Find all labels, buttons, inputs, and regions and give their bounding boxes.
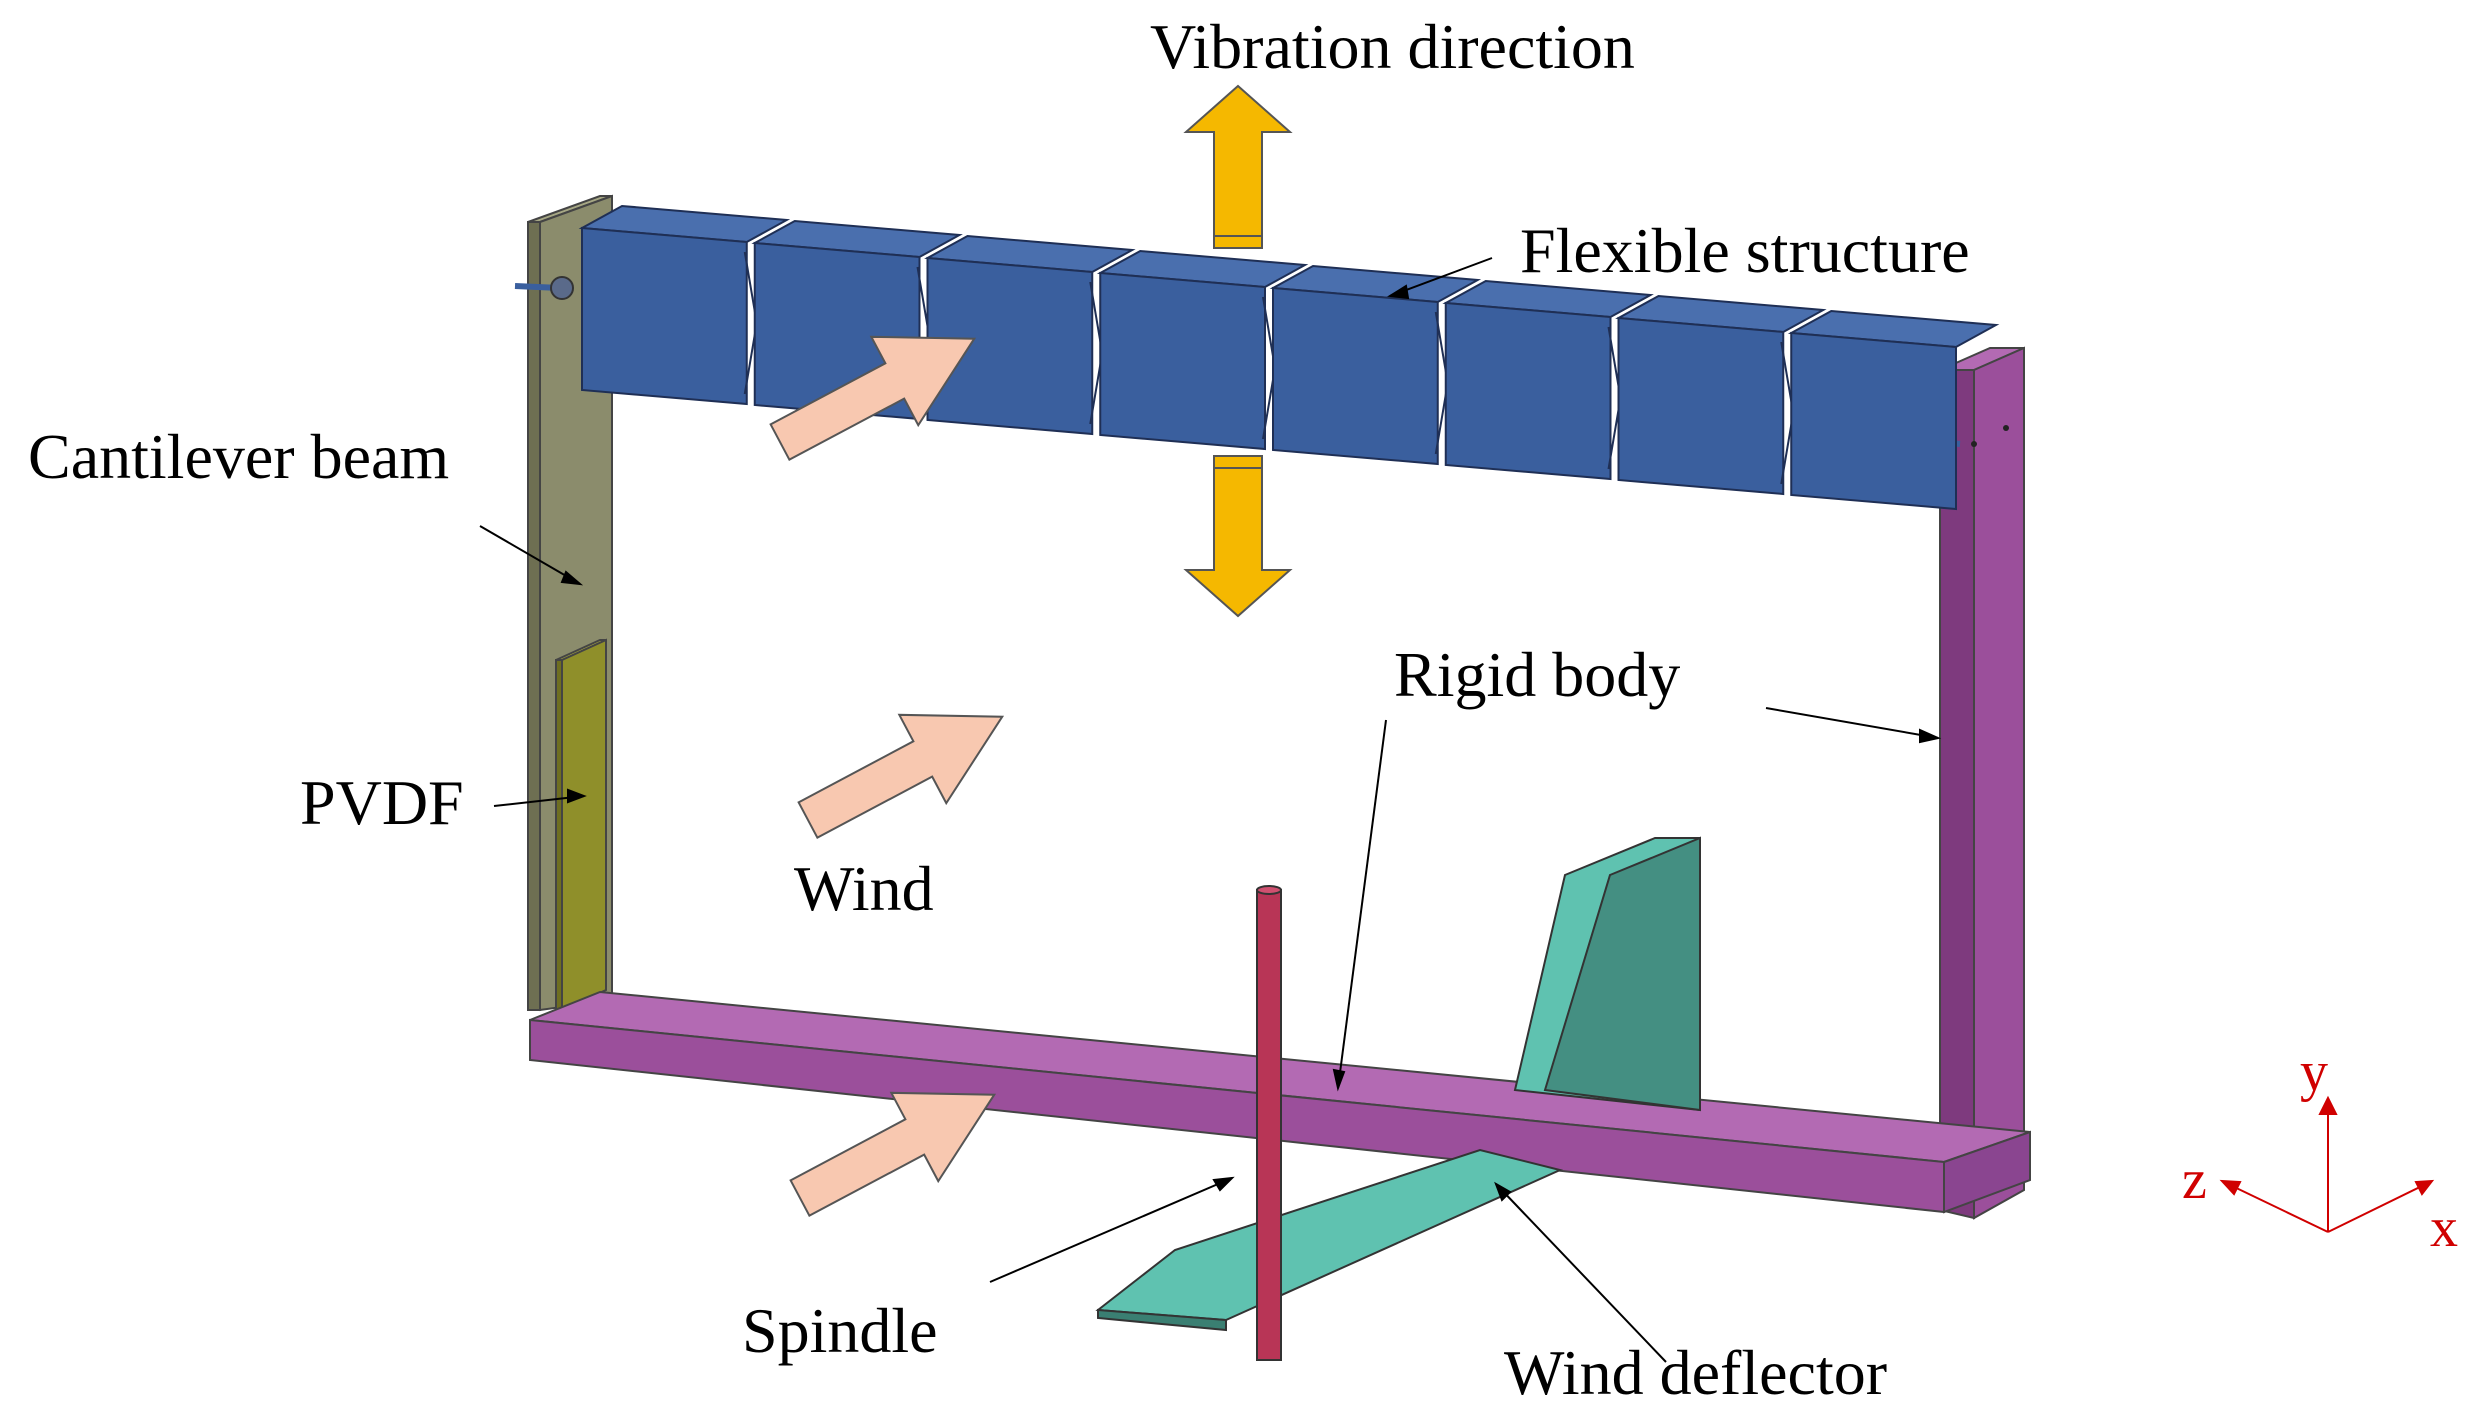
axis-x-label: x — [2430, 1197, 2458, 1259]
flexible-block — [924, 234, 1136, 436]
vibration-arrow-down — [1183, 455, 1293, 618]
flexible-block — [1269, 264, 1482, 466]
axis-z-label: z — [2182, 1149, 2207, 1211]
rigid-body-post — [1939, 346, 2025, 1220]
flexible-structure — [578, 204, 2000, 511]
axis-y-label: y — [2300, 1041, 2328, 1103]
wind-arrow-2 — [797, 713, 1005, 840]
cantilever-pin — [514, 276, 574, 300]
spindle-label: Spindle — [742, 1295, 938, 1366]
vibration-direction-label: Vibration direction — [1150, 11, 1635, 82]
cantilever-beam-label: Cantilever beam — [28, 421, 449, 492]
coordinate-axes — [2219, 1095, 2435, 1233]
pvdf-patch — [555, 638, 607, 1012]
vibration-arrow-up — [1183, 84, 1293, 249]
flexible-block — [1787, 309, 2000, 511]
flexible-block — [1096, 249, 1309, 451]
leader-lines — [479, 257, 1942, 1363]
wind-deflector — [1095, 836, 1701, 1332]
flexible-structure-label: Flexible structure — [1520, 215, 1970, 286]
spindle — [1256, 885, 1282, 1361]
flexible-block — [1615, 294, 1827, 496]
wind-label: Wind — [794, 853, 934, 924]
flexible-block — [578, 204, 791, 406]
wind-deflector-label: Wind deflector — [1504, 1337, 1887, 1408]
flexible-block — [1442, 279, 1654, 481]
wind-arrow-1 — [769, 335, 977, 462]
wind-arrow-3 — [789, 1091, 997, 1218]
rigid-body-label: Rigid body — [1394, 639, 1680, 710]
pvdf-label: PVDF — [300, 767, 464, 838]
